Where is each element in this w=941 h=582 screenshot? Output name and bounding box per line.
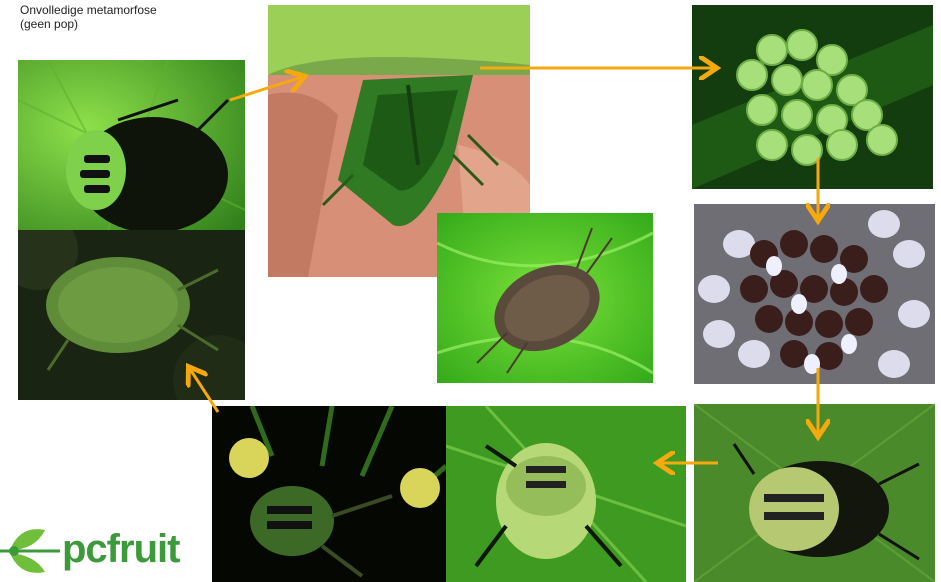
title-line-1: Onvolledige metamorfose	[20, 3, 157, 17]
photo-eggs-green	[692, 5, 933, 189]
photo-nymph-bottom-middle	[446, 406, 686, 582]
diagram-title: Onvolledige metamorfose (geen pop)	[20, 3, 157, 31]
photo-nymph-dark	[18, 230, 245, 400]
pcfruit-logo: pcfruit	[0, 515, 205, 582]
title-line-2: (geen pop)	[20, 17, 157, 31]
photo-adult-brown	[437, 213, 653, 383]
photo-nymph-early	[18, 60, 245, 230]
photo-nymph-berries	[212, 406, 446, 582]
photo-nymph-bottom-right	[694, 404, 935, 582]
logo-text: pcfruit	[62, 527, 179, 571]
photo-eggs-hatched	[694, 204, 935, 384]
